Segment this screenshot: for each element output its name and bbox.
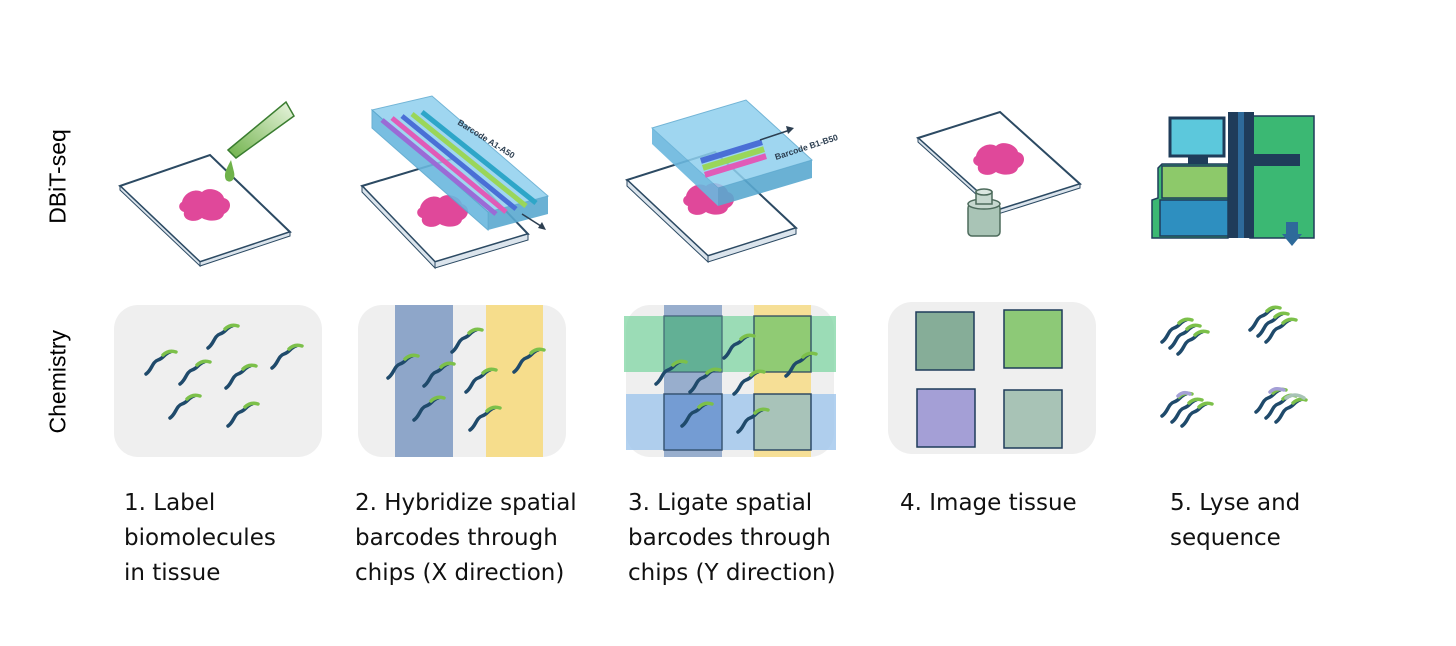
step1-slide-illustration [118,153,292,268]
caption-line: in tissue [124,560,221,586]
step3-chip-illustration: Barcode B1-B50 [625,99,839,264]
step-4-caption: 4. Image tissue [900,486,1140,521]
caption-line: 4. Image tissue [900,490,1077,516]
caption-line: chips (Y direction) [628,560,836,586]
caption-line: sequence [1170,525,1281,551]
step-2-caption: 2. Hybridize spatial barcodes through ch… [355,486,605,591]
image-tile [915,311,975,371]
sequence-read-cluster [1160,390,1214,428]
caption-line: chips (X direction) [355,560,565,586]
chemistry-panel-5 [1160,305,1308,428]
barcode-band-x-2 [486,305,543,457]
caption-line: 1. Label [124,490,216,516]
step-5-caption: 5. Lyse and sequence [1170,486,1410,556]
pipette-icon [224,100,295,182]
caption-line: barcodes through [355,525,558,551]
image-tile [916,388,976,448]
barcode-band-x-1 [395,305,453,457]
step2-chip-illustration: Barcode A1-A50 [360,95,550,270]
caption-line: barcodes through [628,525,831,551]
caption-line: 5. Lyse and [1170,490,1301,516]
chemistry-panel-1 [114,305,322,457]
chemistry-panel-2 [358,305,566,457]
chemistry-panel-3 [624,305,836,457]
caption-line: biomolecules [124,525,276,551]
caption-line: 3. Ligate spatial [628,490,813,516]
sequence-read-cluster [1248,305,1298,344]
objective-lens-icon [967,188,1001,237]
step-3-caption: 3. Ligate spatial barcodes through chips… [628,486,878,591]
sequence-read-cluster [1160,317,1210,356]
sequence-read-cluster [1254,386,1308,424]
caption-line: 2. Hybridize spatial [355,490,577,516]
sequencer-icon [1151,112,1315,246]
arrow-icon [538,222,546,230]
image-tile [1003,309,1063,369]
step4-microscope-illustration [916,110,1082,237]
step-1-caption: 1. Label biomolecules in tissue [124,486,364,591]
image-tile [1003,389,1063,449]
chemistry-panel-4 [888,302,1096,454]
arrow-icon [786,126,794,134]
